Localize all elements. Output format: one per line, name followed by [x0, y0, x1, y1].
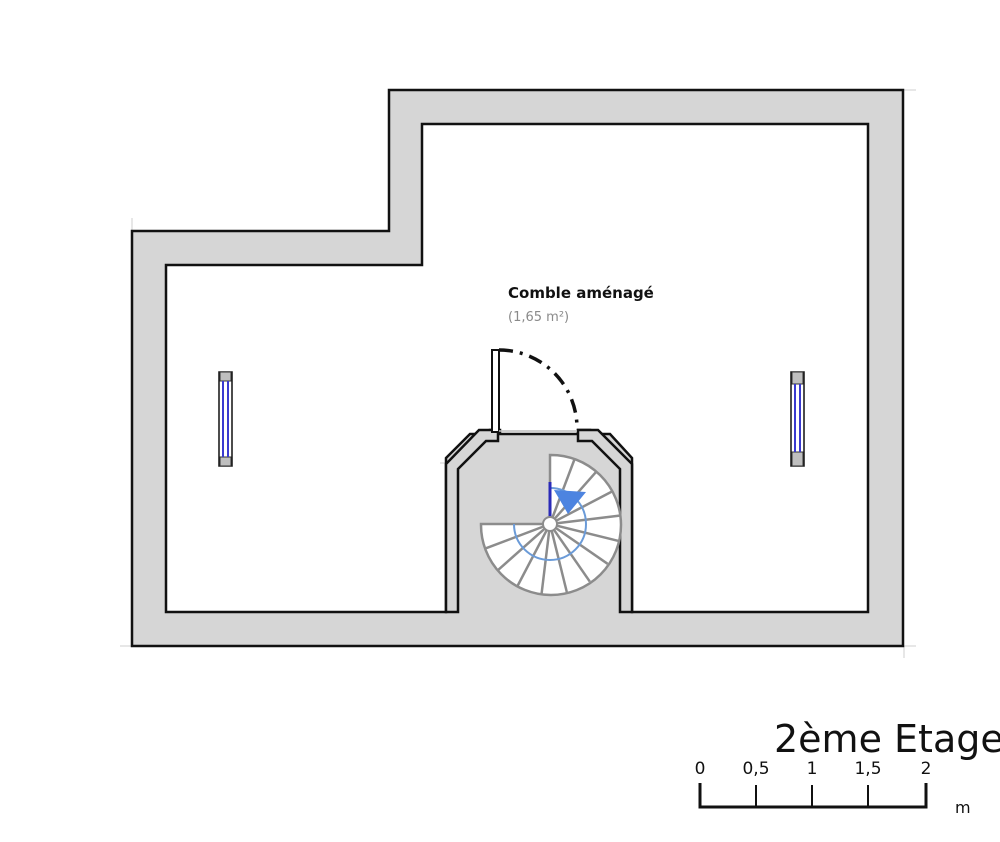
stair-tread: [496, 527, 546, 572]
window-right: [790, 371, 805, 467]
spiral-staircase: [479, 453, 623, 597]
stair-tread: [540, 530, 551, 594]
stair-tread: [555, 526, 609, 565]
room-area: (1,65 m²): [508, 310, 569, 325]
scale-unit: m: [955, 798, 971, 817]
stair-tread: [556, 514, 620, 525]
stair-tread: [550, 530, 569, 593]
door-leaf: [491, 349, 500, 433]
stair-tread: [555, 490, 613, 522]
stair-treads: [484, 458, 620, 594]
stair-tread: [556, 524, 619, 543]
door-swing: [498, 348, 579, 429]
window-left: [218, 371, 233, 467]
scale-tick-label: 2: [921, 759, 932, 779]
floor-title: 2ème Etage: [774, 717, 1000, 761]
stair-tread: [516, 529, 548, 587]
stair-tread: [484, 525, 544, 550]
scale-tick-label: 0: [695, 759, 706, 779]
scale-tick-label: 1,5: [854, 759, 881, 779]
scale-tick-label: 0,5: [742, 759, 769, 779]
stair-tread: [552, 529, 591, 583]
stair-enclosure-wall: [444, 428, 500, 614]
stair-direction-arrow-icon: [554, 490, 586, 514]
stair-center-post: [542, 516, 558, 532]
room-name: Comble aménagé: [508, 284, 654, 302]
scale-tick-label: 1: [807, 759, 818, 779]
stair-tread: [551, 458, 576, 518]
scale-bar: 0 0,5 1 1,5 2 m: [695, 759, 971, 817]
